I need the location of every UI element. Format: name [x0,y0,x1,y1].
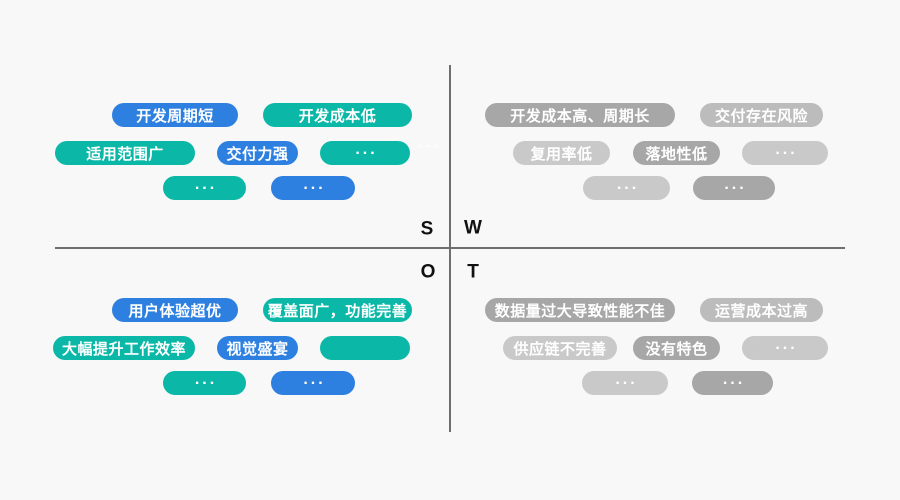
opportunities-pill: 大幅提升工作效率 [53,336,195,360]
threats-pill: 没有特色 [633,336,720,360]
strengths-pill: ... [163,176,246,200]
opportunities-pill: 视觉盛宴 [217,336,298,360]
quadrant-letter-weaknesses: W [464,217,482,239]
strengths-pill: ... [320,141,410,165]
weaknesses-pill: 复用率低 [513,141,610,165]
strengths-pill: 开发周期短 [112,103,238,127]
threats-pill: 运营成本过高 [700,298,823,322]
strengths-pill: 适用范围广 [55,141,195,165]
opportunities-pill: ... [271,371,355,395]
threats-pill: ... [742,336,828,360]
weaknesses-pill: ... [742,141,828,165]
strengths-pill: ... [418,133,441,151]
strengths-pill: 交付力强 [217,141,298,165]
weaknesses-pill: ... [693,176,775,200]
quadrant-letter-threats: T [467,261,479,283]
opportunities-pill [320,336,410,360]
opportunities-pill: 覆盖面广，功能完善 [263,298,412,322]
weaknesses-pill: 交付存在风险 [700,103,823,127]
weaknesses-pill: ... [583,176,670,200]
opportunities-pill: ... [163,371,246,395]
quadrant-letter-strengths: S [420,218,434,240]
opportunities-pill: 用户体验超优 [112,298,238,322]
strengths-pill: ... [271,176,355,200]
weaknesses-pill: 落地性低 [633,141,720,165]
threats-pill: ... [582,371,668,395]
vertical-axis-line [449,65,451,432]
threats-pill: ... [692,371,773,395]
quadrant-letter-opportunities: O [420,261,436,283]
threats-pill: 数据量过大导致性能不佳 [485,298,675,322]
weaknesses-pill: 开发成本高、周期长 [485,103,675,127]
strengths-pill: 开发成本低 [263,103,412,127]
threats-pill: 供应链不完善 [503,336,617,360]
